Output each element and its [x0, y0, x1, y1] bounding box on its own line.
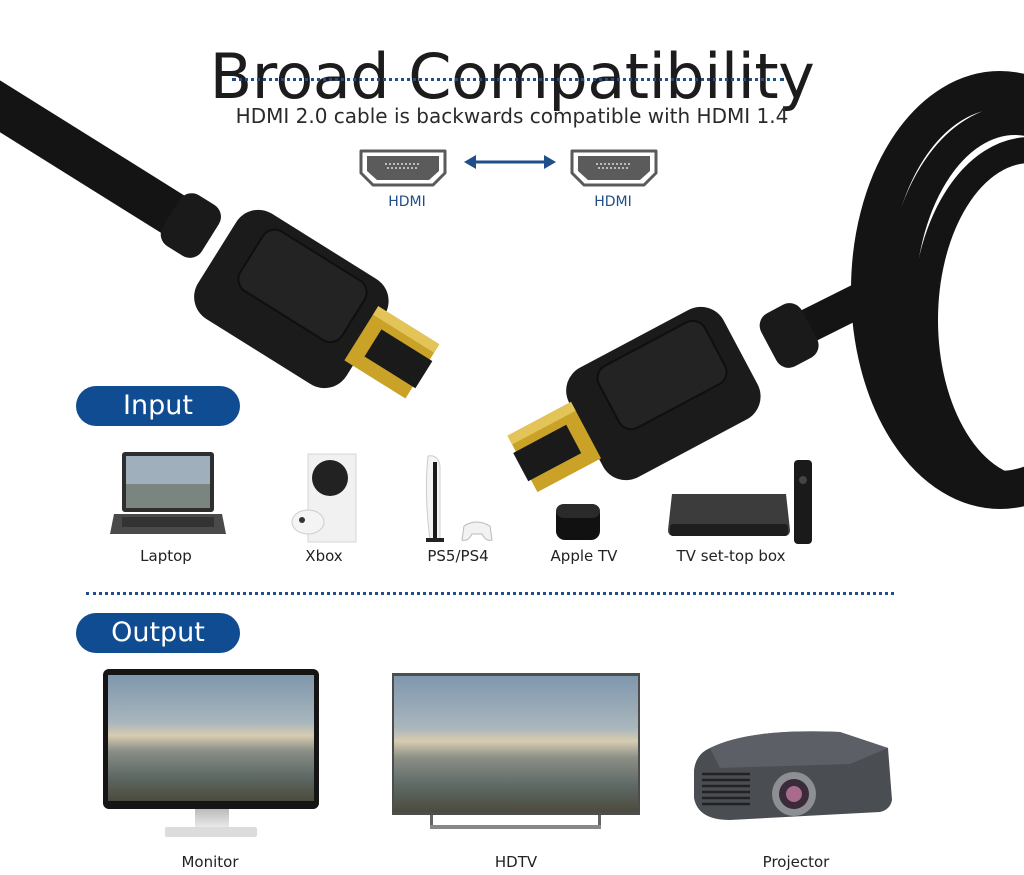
device-label-projector: Projector — [762, 853, 830, 871]
device-label-set-top-box: TV set-top box — [676, 547, 786, 565]
monitor-icon — [103, 669, 319, 839]
device-label-monitor: Monitor — [181, 853, 239, 871]
hdmi-port-left-icon — [359, 149, 447, 187]
device-label-laptop: Laptop — [140, 547, 192, 565]
set-top-box-icon — [668, 460, 812, 544]
section-divider — [86, 592, 894, 595]
playstation-icon — [425, 455, 493, 542]
hdmi-port-left-label: HDMI — [388, 194, 426, 210]
hdmi-port-right-label: HDMI — [594, 194, 632, 210]
device-label-hdtv: HDTV — [494, 853, 538, 871]
compatibility-subtitle: HDMI 2.0 cable is backwards compatible w… — [235, 104, 789, 128]
hdtv-icon — [392, 673, 640, 833]
input-heading-badge: Input — [76, 386, 240, 426]
xbox-icon — [291, 453, 357, 543]
apple-tv-icon — [556, 504, 600, 540]
device-label-ps5: PS5/PS4 — [427, 547, 489, 565]
device-label-apple-tv: Apple TV — [550, 547, 618, 565]
output-heading-badge: Output — [76, 613, 240, 653]
projector-icon — [694, 731, 892, 820]
title-divider — [232, 78, 784, 81]
device-label-xbox: Xbox — [305, 547, 343, 565]
laptop-icon — [110, 452, 226, 534]
page-title: Broad Compatibility — [209, 39, 815, 113]
double-arrow-icon — [464, 155, 556, 169]
hdmi-port-right-icon — [570, 149, 658, 187]
